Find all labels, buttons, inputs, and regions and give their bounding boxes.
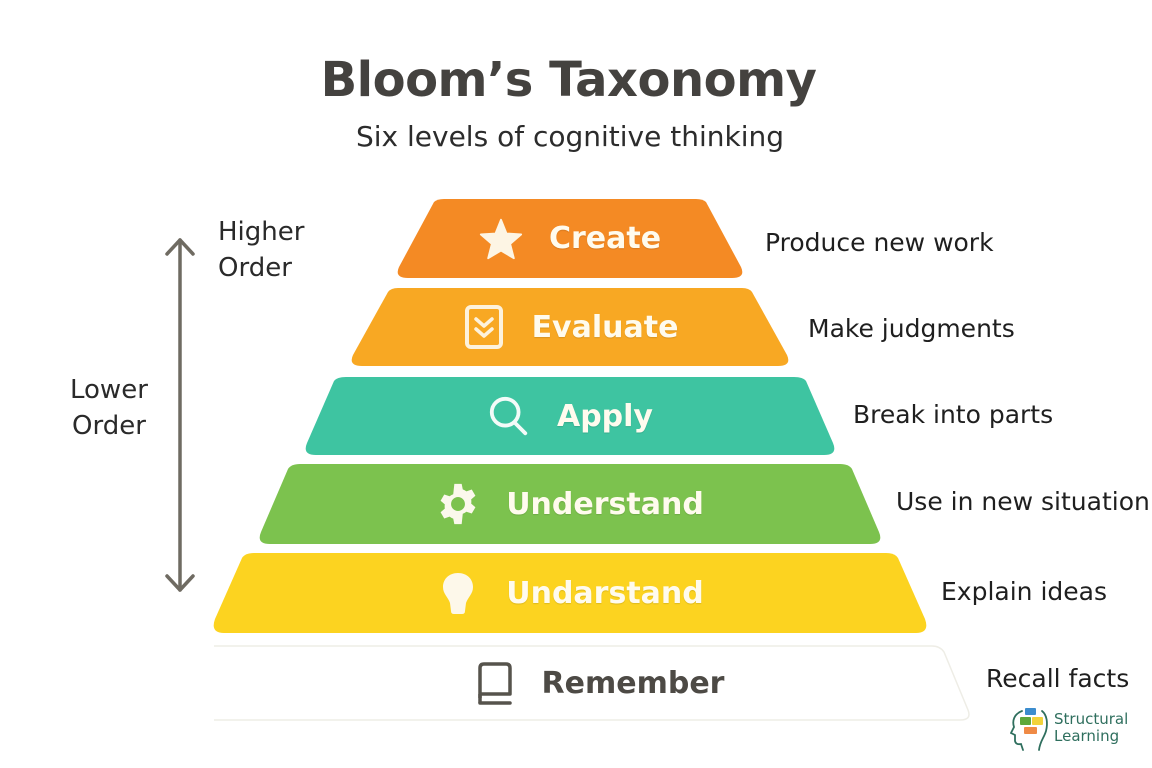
double-arrow-icon	[165, 238, 195, 592]
head-logo-icon	[1010, 708, 1048, 751]
star-icon	[479, 217, 523, 261]
tier-description: Make judgments	[808, 314, 1015, 343]
tier-undarstand: Undarstand	[212, 553, 928, 633]
tier-shape	[259, 464, 881, 544]
higher-order-label: Higher Order	[218, 214, 304, 286]
tier-description: Produce new work	[765, 228, 994, 257]
tier-evaluate: Evaluate	[350, 288, 790, 366]
tier-description: Explain ideas	[941, 577, 1108, 606]
tier-label: Create	[548, 221, 662, 256]
tier-label: Undarstand	[506, 575, 704, 611]
tier-label: Evaluate	[531, 309, 679, 345]
higher-order-line1: Higher	[218, 217, 305, 247]
lightbulb-icon	[436, 571, 480, 615]
tier-label: Apply	[556, 398, 653, 434]
gear-icon	[436, 482, 480, 526]
tier-label: Understand	[506, 486, 704, 522]
tier-shape	[214, 645, 970, 721]
logo-line1: Structural	[1054, 710, 1129, 728]
tier-apply: Apply	[304, 377, 836, 455]
tier-description: Break into parts	[853, 400, 1054, 429]
higher-order-line2: Order	[218, 253, 292, 283]
page-title: Bloom’s Taxonomy	[320, 52, 817, 108]
tier-shape	[397, 199, 743, 278]
tier-shape	[351, 288, 789, 366]
tier-label: Remember	[541, 665, 725, 701]
search-icon	[487, 394, 531, 438]
structural-learning-logo: Structural Learning	[1010, 705, 1128, 751]
tier-create: Create	[396, 199, 744, 278]
lower-order-line2: Order	[72, 411, 146, 441]
tier-shape	[305, 377, 835, 455]
page-subtitle: Six levels of cognitive thinking	[355, 120, 785, 153]
tier-description: Recall facts	[986, 664, 1130, 693]
tier-shape	[213, 553, 927, 633]
tier-remember: Remember	[210, 644, 972, 722]
lower-order-label: Lower Order	[70, 372, 148, 444]
lower-order-line1: Lower	[70, 375, 148, 405]
logo-line2: Learning	[1054, 727, 1120, 745]
tier-understand: Understand	[258, 464, 882, 544]
tier-description: Use in new situation	[896, 487, 1150, 516]
checklist-icon	[462, 305, 506, 349]
book-icon	[472, 661, 516, 705]
